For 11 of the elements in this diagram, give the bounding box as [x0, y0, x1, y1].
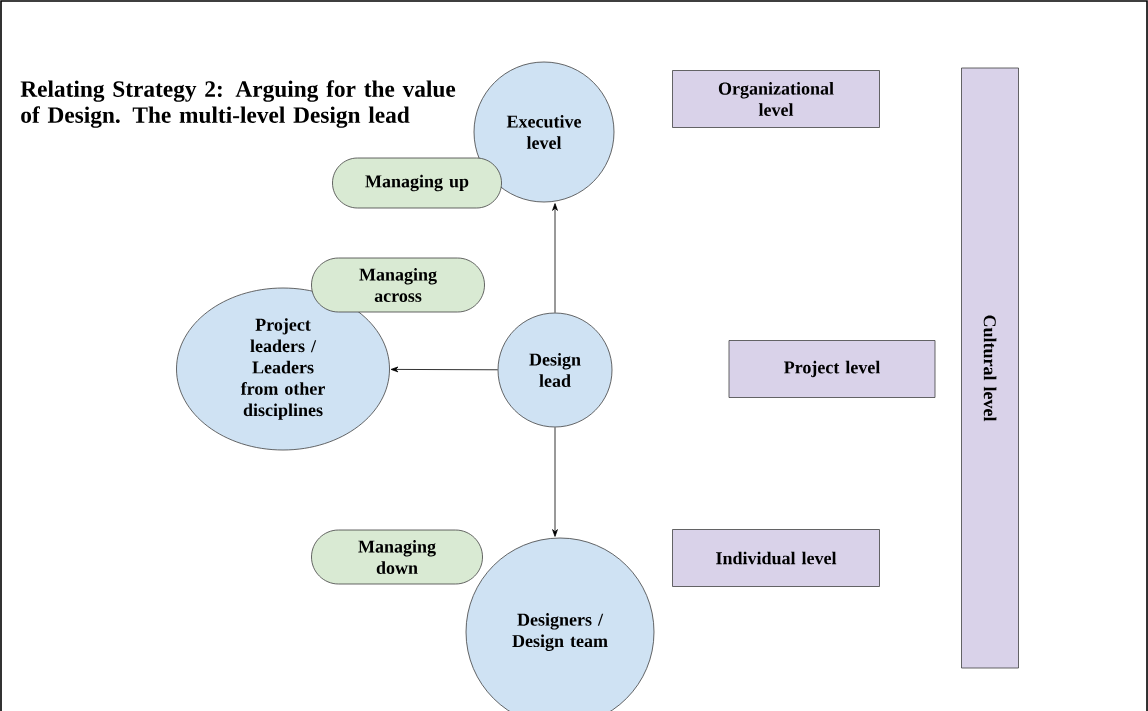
- level-box: Cultural level: [961, 67, 1019, 669]
- level-box: Project level: [728, 340, 936, 398]
- relation-pill: Managing up: [332, 157, 502, 209]
- arrow: [552, 427, 558, 537]
- level-box: Organizational level: [672, 70, 880, 128]
- relation-pill: Managing across: [311, 257, 485, 313]
- arrow: [390, 366, 498, 373]
- level-box: Individual level: [672, 529, 880, 587]
- arrow: [552, 203, 558, 313]
- title: Relating Strategy 2: Arguing for the value of Design. The multi-level Design lead: [20, 80, 456, 128]
- relation-pill: Managing down: [311, 529, 483, 585]
